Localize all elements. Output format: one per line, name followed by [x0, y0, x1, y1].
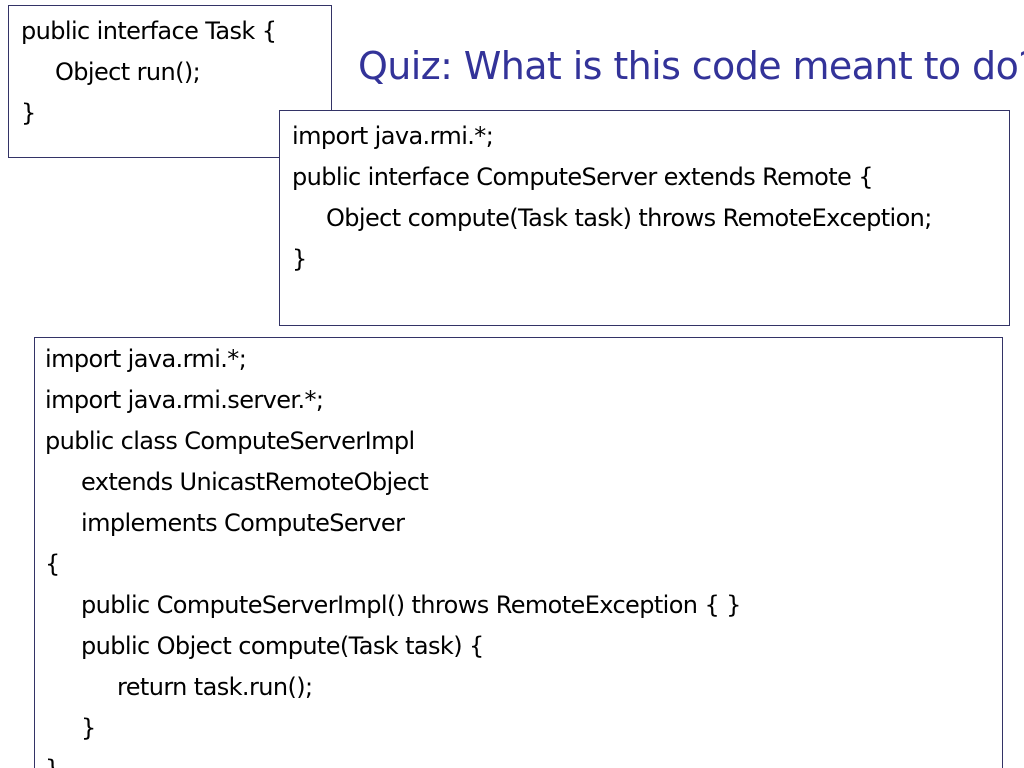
code-line: public ComputeServerImpl() throws Remote… [81, 591, 741, 619]
code-line: } [45, 754, 60, 768]
code-line: } [81, 714, 96, 742]
code-line: } [292, 245, 307, 273]
code-line: public Object compute(Task task) { [81, 632, 484, 660]
code-line: extends UnicastRemoteObject [81, 468, 429, 496]
task-interface-code-box: public interface Task { Object run(); } [8, 5, 332, 158]
code-line: public class ComputeServerImpl [45, 427, 415, 455]
code-line: implements ComputeServer [81, 509, 405, 537]
code-line: public interface ComputeServer extends R… [292, 163, 873, 191]
slide-title: Quiz: What is this code meant to do? [358, 44, 1024, 88]
code-line: return task.run(); [117, 673, 313, 701]
code-line: public interface Task { [21, 17, 277, 45]
code-line: Object run(); [55, 58, 201, 86]
code-line: import java.rmi.*; [292, 122, 494, 150]
code-line: } [21, 99, 36, 127]
compute-server-interface-code-box: import java.rmi.*; public interface Comp… [279, 110, 1010, 326]
compute-server-impl-code-box: import java.rmi.*; import java.rmi.serve… [34, 337, 1003, 768]
code-line: import java.rmi.*; [45, 345, 247, 373]
code-line: Object compute(Task task) throws RemoteE… [326, 204, 932, 232]
code-line: { [45, 550, 60, 578]
code-line: import java.rmi.server.*; [45, 386, 324, 414]
